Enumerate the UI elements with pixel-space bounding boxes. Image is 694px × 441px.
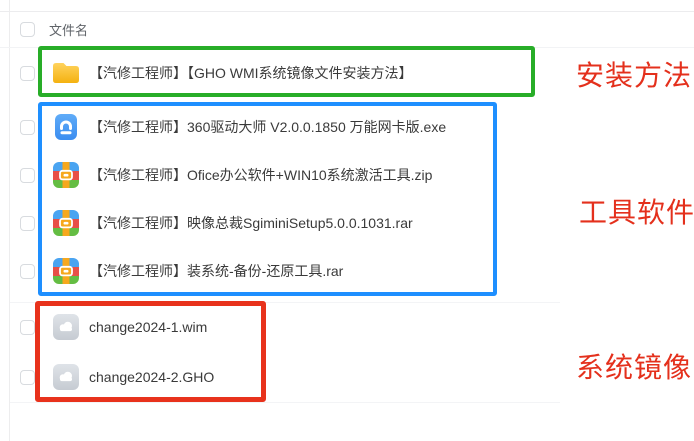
file-name[interactable]: change2024-2.GHO <box>89 369 215 385</box>
row-checkbox[interactable] <box>20 167 35 183</box>
file-name[interactable]: change2024-1.wim <box>89 319 208 335</box>
file-row[interactable]: 【汽修工程师】装系统-备份-还原工具.rar <box>0 247 560 295</box>
folder-icon <box>51 59 81 87</box>
archive-file-icon <box>51 161 81 189</box>
file-name[interactable]: 【汽修工程师】映像总裁SgiminiSetup5.0.0.1031.rar <box>89 215 413 231</box>
row-checkbox[interactable] <box>20 319 35 335</box>
left-border-line <box>9 0 10 441</box>
header-divider-line <box>0 47 694 48</box>
list-header: 文件名 <box>0 12 694 47</box>
generic-file-icon <box>51 313 81 341</box>
archive-file-icon <box>51 209 81 237</box>
file-name[interactable]: 【汽修工程师】360驱动大师 V2.0.0.1850 万能网卡版.exe <box>89 119 447 135</box>
file-row[interactable]: change2024-2.GHO <box>0 352 560 402</box>
annotation-label-system-image: 系统镜像 <box>576 352 693 383</box>
row-checkbox[interactable] <box>20 119 35 135</box>
row-separator <box>10 302 560 303</box>
annotation-label-install-method: 安装方法 <box>576 60 693 91</box>
row-checkbox[interactable] <box>20 369 35 385</box>
file-name[interactable]: 【汽修工程师】Ofice办公软件+WIN10系统激活工具.zip <box>89 167 433 183</box>
select-all-checkbox[interactable] <box>20 22 35 37</box>
file-row[interactable]: 【汽修工程师】360驱动大师 V2.0.0.1850 万能网卡版.exe <box>0 103 560 151</box>
filename-column-header: 文件名 <box>49 23 89 38</box>
row-checkbox[interactable] <box>20 263 35 279</box>
exe-file-icon <box>51 113 81 141</box>
archive-file-icon <box>51 257 81 285</box>
top-divider-line <box>0 11 694 12</box>
row-checkbox[interactable] <box>20 215 35 231</box>
file-name[interactable]: 【汽修工程师】装系统-备份-还原工具.rar <box>89 263 344 279</box>
file-row[interactable]: 【汽修工程师】【GHO WMI系统镜像文件安装方法】 <box>0 49 560 97</box>
row-checkbox[interactable] <box>20 65 35 81</box>
file-row[interactable]: 【汽修工程师】Ofice办公软件+WIN10系统激活工具.zip <box>0 151 560 199</box>
row-separator <box>10 402 560 403</box>
file-row[interactable]: change2024-1.wim <box>0 302 560 352</box>
file-row[interactable]: 【汽修工程师】映像总裁SgiminiSetup5.0.0.1031.rar <box>0 199 560 247</box>
generic-file-icon <box>51 363 81 391</box>
annotation-label-tool-software: 工具软件 <box>579 197 694 228</box>
file-name[interactable]: 【汽修工程师】【GHO WMI系统镜像文件安装方法】 <box>89 65 413 81</box>
